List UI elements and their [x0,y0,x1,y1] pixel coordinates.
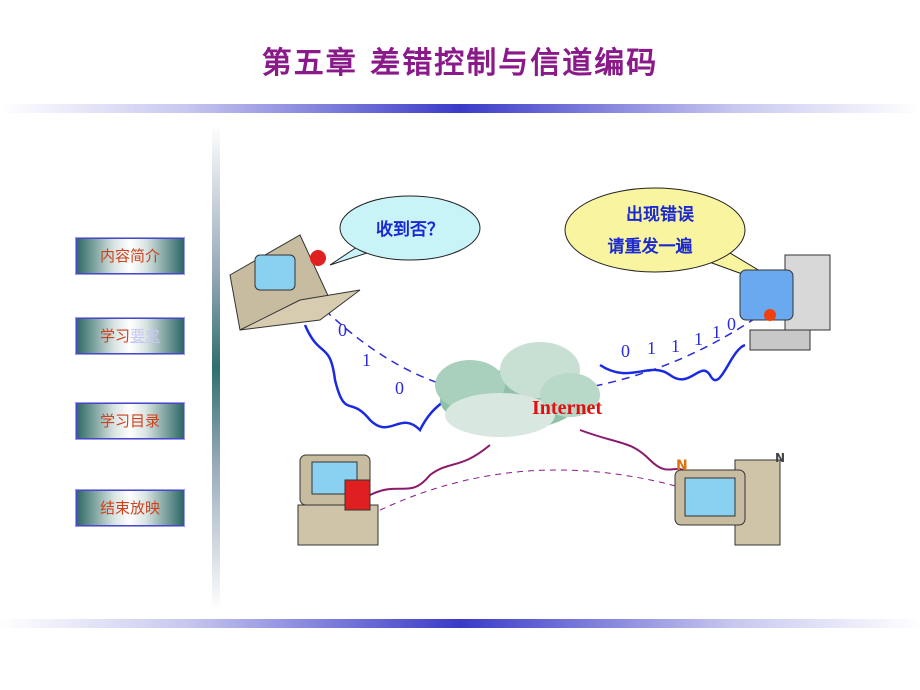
bit: 1 [647,338,656,358]
nav-label-link[interactable]: 要求 [130,327,161,345]
slide-title: 第五章 差错控制与信道编码 [261,46,659,81]
nav-label-a: 学习 [99,327,130,345]
cable-left [303,324,446,433]
internet-cloud-icon [435,342,600,437]
bit: 1 [694,329,703,349]
bubble-text-right-1: 出现错误 [626,204,695,225]
cloud-label: Internet [532,397,602,419]
computer-top-right-icon [739,254,831,351]
cable-right [599,343,746,382]
computer-top-left-icon [229,234,361,331]
bit: 1 [712,322,721,342]
bit: 0 [727,314,736,334]
cable-bottom-left [369,444,491,496]
sleep-mark: N [676,458,688,474]
vertical-divider [212,125,220,610]
computer-bottom-left-icon [297,454,379,546]
sleep-mark: N [775,451,785,465]
dashed-link-bottom [369,469,691,516]
bubble-text-right-2: 请重发一遍 [608,236,694,257]
bit: 0 [338,320,347,340]
speech-bubble-left [329,195,481,266]
nav-button-requirements[interactable]: 学习要求 [76,318,184,354]
bottom-divider [0,619,920,628]
bubble-text-left: 收到否？ [376,219,444,240]
nav-button-intro[interactable]: 内容简介 [76,238,184,274]
bit: 1 [671,336,680,356]
computer-bottom-right-icon [674,459,781,546]
top-divider [0,104,920,113]
nav-button-end-show[interactable]: 结束放映 [76,490,184,526]
bit: 1 [362,350,371,370]
cable-bottom-right [579,429,691,476]
bit: 0 [395,378,404,398]
dashed-link-top [324,309,761,396]
nav-button-contents[interactable]: 学习目录 [76,403,184,439]
bit: 0 [621,341,630,361]
